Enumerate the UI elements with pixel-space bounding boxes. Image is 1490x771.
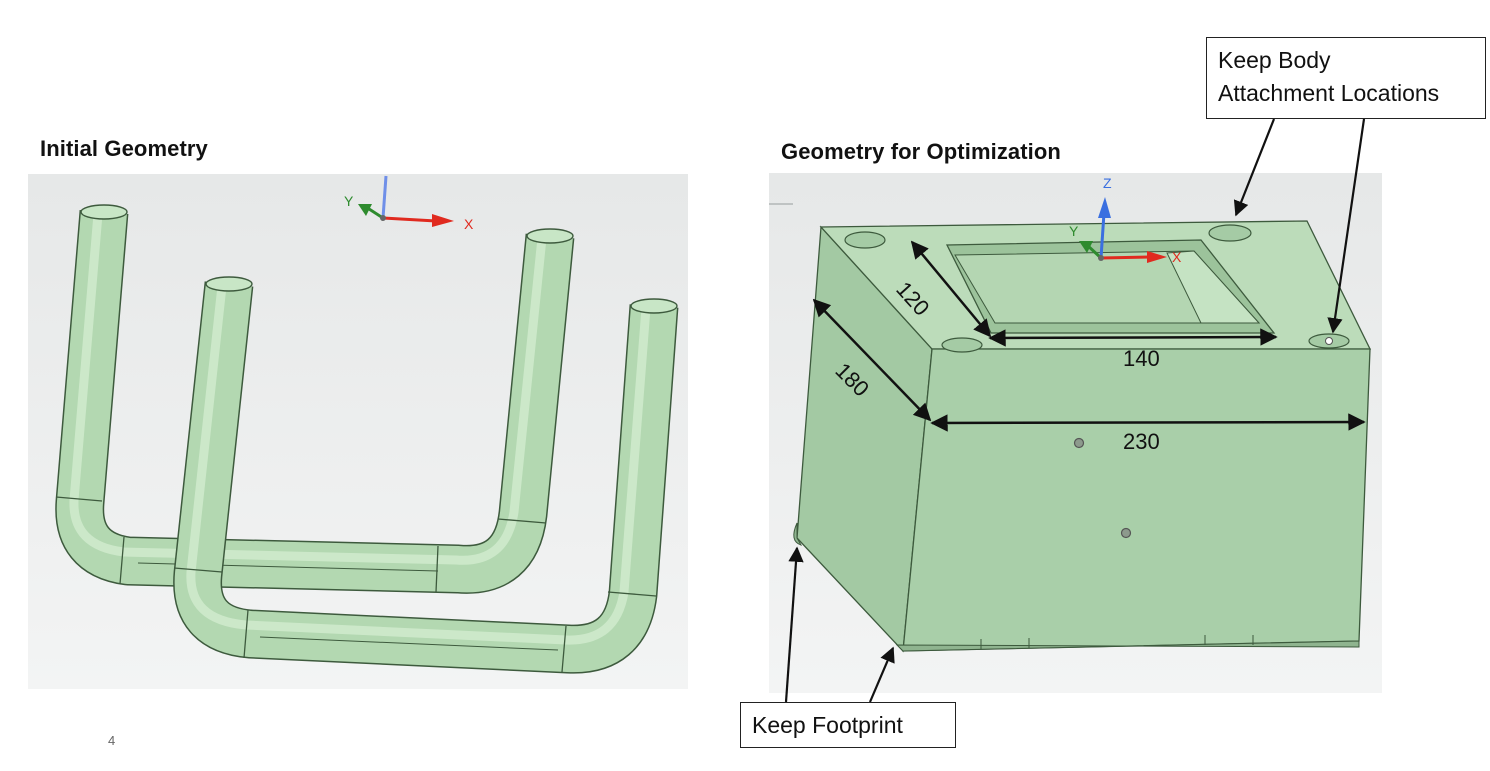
- y-axis-label: Y: [344, 193, 354, 209]
- left-panel-title: Initial Geometry: [40, 136, 208, 161]
- right-panel-title: Geometry for Optimization: [781, 139, 1061, 164]
- y-axis-label: Y: [1069, 223, 1079, 239]
- page-number: 4: [108, 733, 116, 748]
- x-axis-label: X: [1172, 249, 1182, 265]
- keep-body-attachment-callout: Keep Body Attachment Locations: [1206, 37, 1486, 119]
- coordinate-triad: Z X Y: [1069, 175, 1182, 265]
- viewport-background: [28, 174, 688, 689]
- callout-body-line1: Keep Body: [1218, 47, 1331, 73]
- callout-body-line2: Attachment Locations: [1218, 80, 1440, 106]
- keep-footprint-callout: Keep Footprint: [740, 702, 956, 748]
- optimization-geometry-viewport: Z X Y: [769, 173, 1382, 693]
- x-axis-label: X: [464, 216, 474, 232]
- coordinate-triad: X Y: [344, 175, 474, 232]
- initial-geometry-viewport: X Y: [28, 174, 688, 689]
- optimization-block: [793, 220, 1372, 653]
- back-u-tube: [55, 204, 575, 594]
- front-u-tube: [173, 276, 679, 674]
- z-axis-label: Z: [1103, 175, 1112, 191]
